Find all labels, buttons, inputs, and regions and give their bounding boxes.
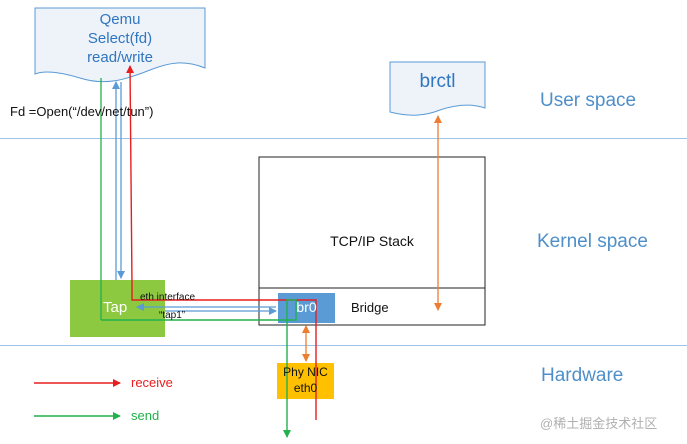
send-arrow-to-nic (101, 299, 297, 438)
phy-nic-label: Phy NIC eth0 (277, 364, 334, 396)
qemu-readwrite-text: read/write (87, 49, 153, 66)
qemu-title: Qemu (99, 11, 141, 28)
phy-nic-title: Phy NIC (283, 365, 328, 379)
bridge-label: Bridge (351, 300, 389, 315)
legend-send-label: send (131, 408, 160, 423)
legend-receive-label: receive (131, 375, 173, 390)
tap-interface-name: “tap1” (159, 310, 186, 321)
receive-arrow-to-qemu (126, 65, 317, 420)
tap-box (70, 280, 165, 337)
qemu-document-shape (34, 7, 206, 83)
watermark: @稀土掘金技术社区 (540, 416, 658, 431)
kernel-space-label: Kernel space (537, 231, 648, 252)
tcp-ip-stack-box (258, 156, 486, 289)
qemu-label: Qemu Select(fd) read/write (35, 10, 205, 67)
tcp-ip-stack-label: TCP/IP Stack (330, 233, 414, 249)
user-kernel-divider (0, 138, 687, 139)
qemu-select-text: Select(fd) (87, 30, 153, 47)
kernel-hardware-divider (0, 345, 687, 346)
hardware-label: Hardware (541, 365, 624, 386)
brctl-document-shape (389, 61, 486, 116)
br0-label: br0 (296, 299, 317, 315)
phy-nic-eth0: eth0 (293, 381, 318, 395)
tap-interface-label: eth interface (140, 292, 196, 303)
open-call-text: Fd =Open(“/dev/net/tun”) (10, 104, 154, 119)
brctl-label: brctl (419, 71, 456, 92)
tap-label: Tap (103, 299, 128, 316)
user-space-label: User space (540, 90, 637, 111)
